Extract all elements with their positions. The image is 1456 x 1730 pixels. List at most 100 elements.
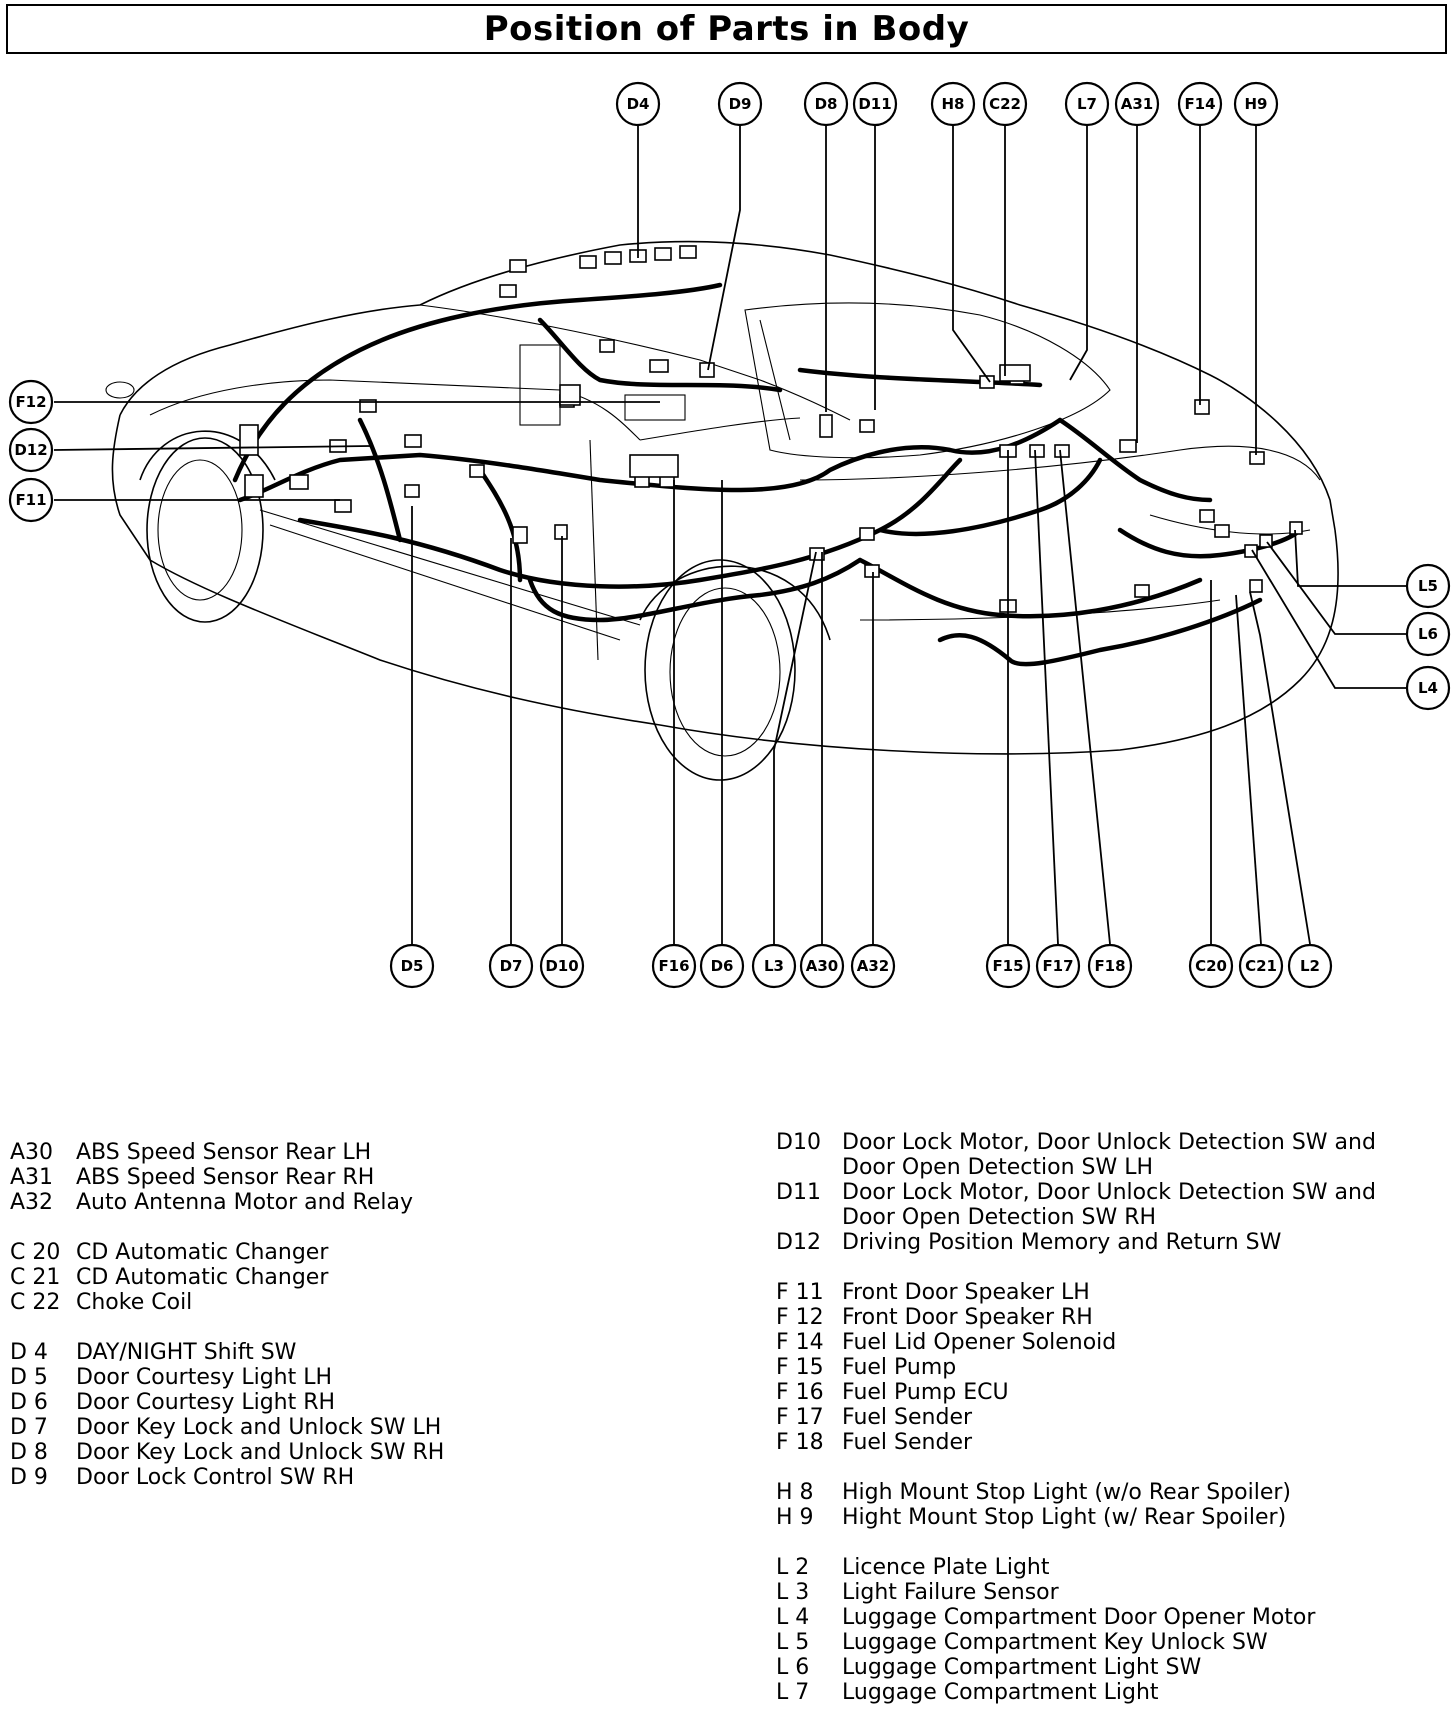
callout-L4: L4 [1405,665,1451,711]
svg-text:C22: C22 [989,95,1021,113]
svg-text:D11: D11 [858,95,891,113]
callout-D4: D4 [615,81,661,127]
callout-H8: H8 [930,81,976,127]
callout-F18: F18 [1087,943,1133,989]
callout-A31: A31 [1114,81,1160,127]
callout-F14: F14 [1177,81,1223,127]
callout-D8: D8 [803,81,849,127]
callout-A30: A30 [799,943,845,989]
svg-text:F18: F18 [1094,957,1125,975]
callout-D10: D10 [539,943,585,989]
svg-text:H8: H8 [942,95,965,113]
callout-F17: F17 [1035,943,1081,989]
svg-text:F16: F16 [658,957,689,975]
svg-text:F17: F17 [1042,957,1073,975]
svg-text:D4: D4 [627,95,650,113]
callout-C20: C20 [1188,943,1234,989]
svg-text:L4: L4 [1418,679,1438,697]
svg-text:F14: F14 [1184,95,1215,113]
svg-text:L3: L3 [764,957,784,975]
callout-L3: L3 [751,943,797,989]
callout-L7: L7 [1064,81,1110,127]
callout-F15: F15 [985,943,1031,989]
callout-H9: H9 [1233,81,1279,127]
svg-text:F11: F11 [15,491,46,509]
connectors [239,245,1303,613]
leader-lines [53,112,1406,945]
callout-D9: D9 [717,81,763,127]
callout-D7: D7 [488,943,534,989]
svg-text:D9: D9 [729,95,752,113]
svg-text:D10: D10 [545,957,578,975]
svg-text:F12: F12 [15,393,46,411]
callout-C22: C22 [982,81,1028,127]
car-outline [105,240,1339,781]
svg-text:L5: L5 [1418,577,1438,595]
svg-text:A32: A32 [857,957,889,975]
callout-D6: D6 [699,943,745,989]
title-box: Position of Parts in Body [6,4,1447,54]
callout-F16: F16 [651,943,697,989]
svg-text:D6: D6 [711,957,734,975]
callout-C21: C21 [1238,943,1284,989]
svg-text:L2: L2 [1300,957,1320,975]
svg-text:L6: L6 [1418,625,1438,643]
callout-L2: L2 [1287,943,1333,989]
callout-A32: A32 [850,943,896,989]
svg-text:C21: C21 [1245,957,1277,975]
callout-F12: F12 [8,379,54,425]
svg-text:D8: D8 [815,95,838,113]
callout-F11: F11 [8,477,54,523]
callout-L5: L5 [1405,563,1451,609]
svg-text:A31: A31 [1121,95,1153,113]
svg-text:A30: A30 [806,957,838,975]
callout-D12: D12 [8,427,54,473]
svg-text:D7: D7 [500,957,523,975]
svg-text:L7: L7 [1077,95,1097,113]
callout-L6: L6 [1405,611,1451,657]
svg-text:H9: H9 [1245,95,1268,113]
svg-text:C20: C20 [1195,957,1227,975]
wire-harness [232,282,1303,667]
svg-text:D12: D12 [14,441,47,459]
page-title: Position of Parts in Body [483,9,970,49]
